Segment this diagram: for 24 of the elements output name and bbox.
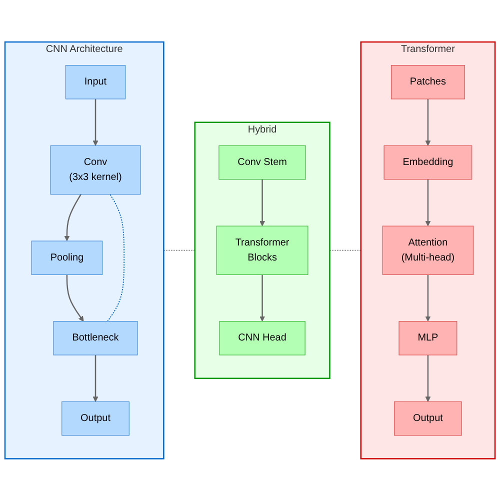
arrow bbox=[425, 354, 431, 402]
arrow bbox=[260, 178, 266, 226]
node-box: Bottleneck bbox=[53, 320, 138, 355]
arrow bbox=[64, 194, 82, 241]
arrow bbox=[66, 274, 84, 322]
node-box: Output bbox=[394, 401, 462, 436]
connector bbox=[106, 193, 125, 322]
arrow bbox=[92, 98, 98, 146]
node-box: Pooling bbox=[31, 240, 103, 275]
arrow bbox=[425, 178, 431, 226]
node-box: Input bbox=[65, 64, 126, 99]
arrow bbox=[425, 274, 431, 322]
node-box: Embedding bbox=[384, 145, 472, 180]
node-box: Patches bbox=[390, 64, 465, 99]
arrow bbox=[260, 274, 266, 322]
node-box: Conv (3x3 kernel) bbox=[50, 145, 141, 194]
arrow bbox=[92, 354, 98, 402]
node-box: MLP bbox=[398, 320, 458, 355]
node-box: Transformer Blocks bbox=[216, 225, 308, 275]
node-box: Conv Stem bbox=[218, 145, 306, 180]
node-box: Attention (Multi-head) bbox=[382, 225, 474, 275]
node-box: CNN Head bbox=[219, 320, 306, 355]
arrow bbox=[425, 98, 431, 146]
node-box: Output bbox=[62, 401, 130, 436]
